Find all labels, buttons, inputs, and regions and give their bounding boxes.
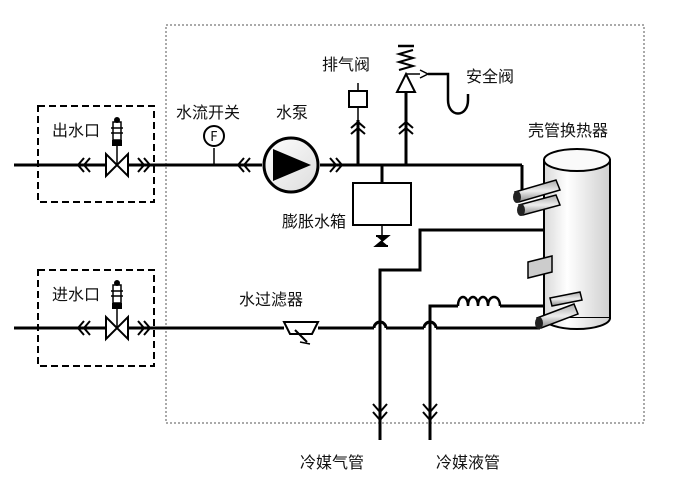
- expansion-tank: [352, 182, 412, 247]
- water-filter: [282, 321, 320, 345]
- liquid-pipe-arrow: [422, 403, 438, 422]
- refrigerant-liquid-pipe: [428, 295, 545, 440]
- inlet-shutoff-valve: [76, 280, 152, 342]
- outlet-shutoff-valve: [76, 117, 152, 179]
- union-connector: [329, 157, 344, 173]
- inlet-box: [37, 269, 155, 367]
- bottom-water-pipe: [14, 320, 540, 330]
- expansion-tank-label: 膨胀水箱: [282, 212, 346, 231]
- exchanger-upper-nozzles: [513, 179, 562, 216]
- vent-valve-label: 排气阀: [322, 55, 370, 74]
- exchanger-label: 壳管换热器: [528, 121, 608, 140]
- filter-label: 水过滤器: [239, 290, 303, 309]
- shell-tube-heat-exchanger: [513, 148, 611, 330]
- outlet-label: 出水口: [52, 121, 100, 140]
- gas-pipe-label: 冷媒气管: [300, 453, 364, 472]
- pump-label: 水泵: [276, 103, 308, 122]
- safety-valve-label: 安全阀: [466, 67, 514, 86]
- flow-switch-label: 水流开关: [176, 103, 240, 122]
- water-pump: [262, 136, 320, 194]
- inlet-label: 进水口: [52, 285, 100, 304]
- flow-switch-symbol: F: [210, 130, 217, 145]
- liquid-pipe-label: 冷媒液管: [436, 453, 500, 472]
- refrigerant-gas-pipe: [378, 228, 545, 440]
- outlet-box: [37, 105, 155, 203]
- union-connector: [236, 157, 251, 173]
- air-vent-valve: [348, 83, 368, 135]
- unit-boundary: [165, 24, 645, 424]
- coil: [456, 295, 502, 307]
- exchanger-lower-nozzles: [535, 291, 583, 329]
- flow-switch: F: [203, 125, 225, 165]
- gas-pipe-arrow: [372, 403, 388, 422]
- safety-valve: [395, 44, 470, 135]
